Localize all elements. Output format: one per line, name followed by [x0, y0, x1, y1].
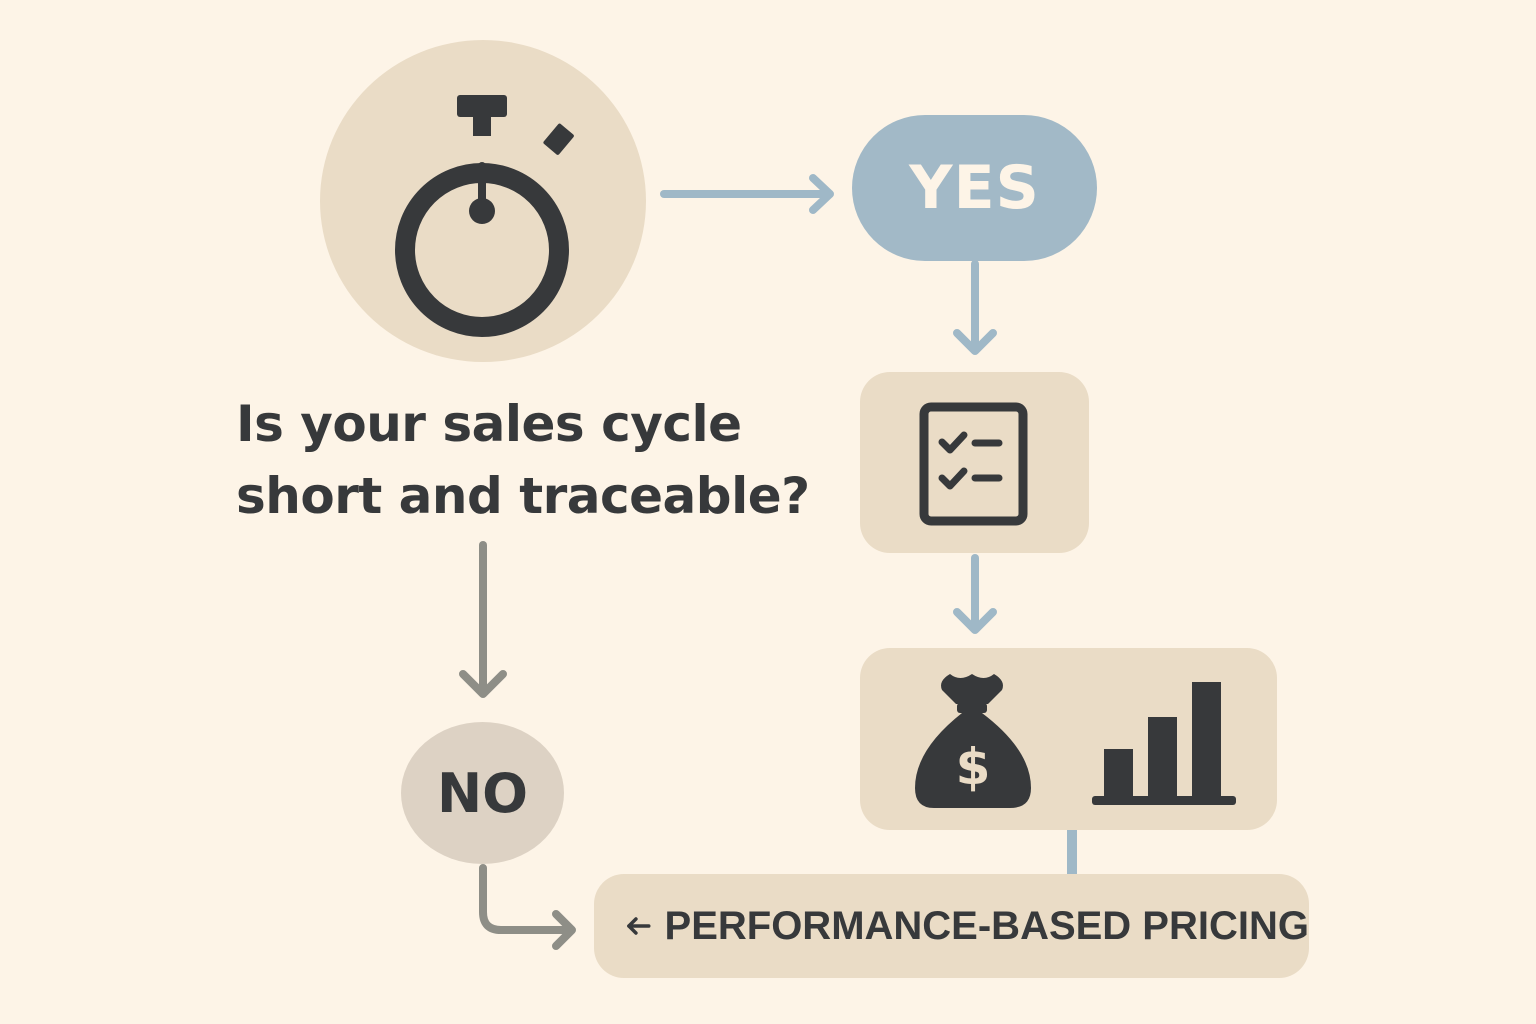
arrow-yes-to-checklist [953, 260, 997, 355]
question-text: Is your sales cycle short and traceable? [236, 388, 816, 532]
pricing-node: PERFORMANCE-BASED PRICING [594, 874, 1309, 978]
arrow-no-to-pricing [479, 864, 576, 950]
arrow-question-to-no [459, 541, 507, 698]
timer-node [320, 40, 646, 362]
checklist-node [860, 372, 1089, 553]
question-line-1: Is your sales cycle [236, 395, 742, 453]
question-line-2: short and traceable? [236, 467, 810, 525]
left-arrow-icon [627, 917, 651, 935]
svg-text:$: $ [956, 738, 991, 796]
yes-node: YES [852, 115, 1097, 261]
no-label: NO [436, 761, 529, 825]
stopwatch-icon [395, 95, 574, 337]
yes-label: YES [909, 153, 1040, 223]
arrow-timer-to-yes [660, 174, 834, 214]
money-bag-icon: $ [915, 674, 1031, 808]
no-node: NO [401, 722, 564, 864]
bar-chart-icon [1092, 682, 1236, 805]
pricing-label: PERFORMANCE-BASED PRICING [664, 903, 1309, 948]
checklist-icon [919, 402, 1028, 526]
money-chart-node: $ [860, 648, 1277, 830]
arrow-checklist-to-money [953, 554, 997, 634]
